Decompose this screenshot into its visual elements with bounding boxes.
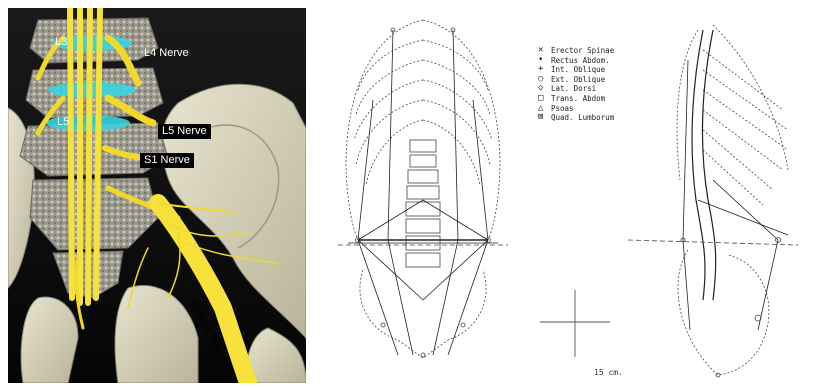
vertebra-label-l3: L3 <box>55 36 67 48</box>
muscle-legend: ✕Erector Spinae •Rectus Abdom. +Int. Obl… <box>538 46 614 123</box>
nerve-label-l4: L4 Nerve <box>140 46 193 61</box>
legend-item: ○Ext. Oblique <box>538 75 614 85</box>
scale-cross <box>540 290 610 357</box>
legend-label: Lat. Dorsi <box>551 84 596 94</box>
legend-label: Rectus Abdom. <box>551 56 610 66</box>
nerve-label-l5: L5 Nerve <box>158 124 211 139</box>
scale-label: 15 cm. <box>594 368 623 377</box>
legend-item: △Psoas <box>538 104 614 114</box>
legend-label: Trans. Abdom <box>551 94 605 104</box>
legend-item: ⊠Quad. Lumborum <box>538 113 614 123</box>
legend-label: Psoas <box>551 104 574 114</box>
spine-nerve-illustration: L3 L5 L4 Nerve L5 Nerve S1 Nerve Sciatic… <box>8 8 306 383</box>
legend-item: ◇Lat. Dorsi <box>538 84 614 94</box>
legend-label: Ext. Oblique <box>551 75 605 85</box>
legend-item: •Rectus Abdom. <box>538 56 614 66</box>
legend-label: Erector Spinae <box>551 46 614 56</box>
legend-item: +Int. Oblique <box>538 65 614 75</box>
boxed-x-marker-icon: ⊠ <box>538 113 551 123</box>
nerve-label-s1: S1 Nerve <box>140 153 194 168</box>
side-view-torso <box>628 25 798 377</box>
anatomy-render <box>8 8 306 383</box>
legend-item: ✕Erector Spinae <box>538 46 614 56</box>
legend-label: Int. Oblique <box>551 65 605 75</box>
front-view-torso <box>338 20 508 358</box>
legend-item: □Trans. Abdom <box>538 94 614 104</box>
legend-label: Quad. Lumborum <box>551 113 614 123</box>
vertebra-label-l5: L5 <box>57 116 69 128</box>
